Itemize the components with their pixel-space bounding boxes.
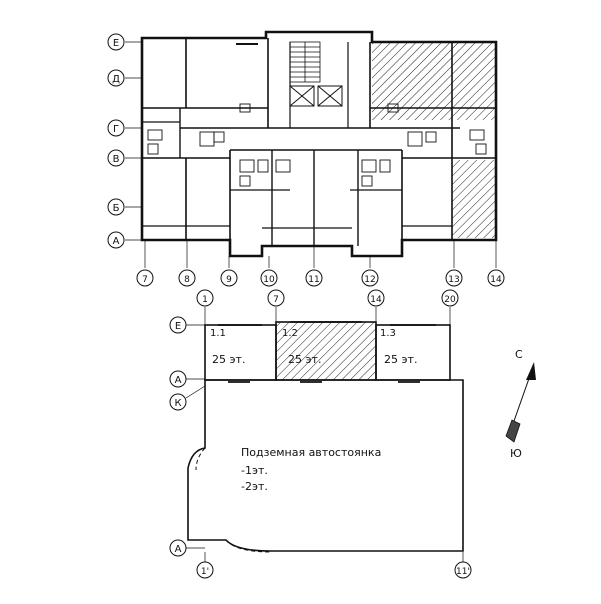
elevator-shafts [289, 85, 343, 107]
hatched-zone-right [452, 160, 496, 238]
svg-text:Г: Г [113, 124, 119, 135]
svg-text:В: В [113, 154, 120, 165]
compass: С Ю [505, 348, 536, 460]
site-bottom-axis-markers: 1' 11' [196, 561, 472, 579]
compass-north-label: С [515, 348, 523, 361]
site-plan [186, 307, 464, 562]
svg-text:Б: Б [113, 203, 120, 214]
axis-marker-col-9: 9 [220, 269, 238, 287]
svg-text:Д: Д [112, 74, 120, 85]
staircase [289, 41, 321, 83]
svg-text:11': 11' [456, 567, 470, 577]
site-axis-bottom-1p: 1' [196, 561, 214, 579]
axis-marker-col-13: 13 [445, 269, 463, 287]
site-axis-bottom-11p: 11' [454, 561, 472, 579]
svg-text:10: 10 [263, 275, 275, 285]
section-labels: 1.1 25 эт. 1.2 25 эт. 1.3 25 эт. [210, 328, 417, 366]
parking-title: Подземная автостоянка [241, 446, 381, 459]
svg-text:Е: Е [175, 321, 181, 332]
svg-text:11: 11 [308, 275, 319, 285]
axis-marker-col-8: 8 [178, 269, 196, 287]
section-1-3-id: 1.3 [380, 328, 396, 339]
axis-marker-col-11: 11 [305, 269, 323, 287]
axis-marker-row-e: Е [107, 33, 125, 51]
axis-marker-col-12: 12 [361, 269, 379, 287]
svg-text:14: 14 [370, 295, 382, 305]
axis-marker-col-14: 14 [487, 269, 505, 287]
site-col-axis-markers: 1 7 14 20 [196, 289, 459, 307]
parking-ramp [195, 447, 272, 553]
section-1-2-hatch [276, 322, 376, 380]
svg-text:1': 1' [201, 567, 209, 577]
svg-text:20: 20 [444, 295, 456, 305]
section-1-2-floors: 25 эт. [288, 353, 321, 366]
axis-marker-row-a: А [107, 231, 125, 249]
parking-outline [187, 379, 464, 552]
top-col-axis-markers: 7 8 9 10 11 12 13 14 [136, 269, 505, 287]
site-row-axis-markers: Е А К А [169, 316, 206, 557]
svg-text:12: 12 [364, 275, 375, 285]
axis-marker-row-b: Б [107, 198, 125, 216]
site-axis-row-a2: А [169, 539, 187, 557]
axis-marker-row-v: В [107, 149, 125, 167]
site-axis-col-1: 1 [196, 289, 214, 307]
site-axis-col-7: 7 [267, 289, 285, 307]
svg-text:А: А [175, 544, 182, 555]
svg-text:7: 7 [273, 295, 279, 305]
north-arrow-icon [526, 362, 536, 380]
axis-marker-row-d: Д [107, 69, 125, 87]
svg-text:Е: Е [113, 38, 119, 49]
compass-south-label: Ю [510, 447, 522, 460]
section-1-2-id: 1.2 [282, 328, 298, 339]
svg-text:14: 14 [490, 275, 502, 285]
site-axis-col-20: 20 [441, 289, 459, 307]
svg-text:1: 1 [202, 295, 208, 305]
site-axis-lines [186, 307, 464, 562]
top-row-axis-markers: Е Д Г В Б А [107, 33, 125, 249]
svg-text:К: К [174, 398, 181, 409]
tower-window-marks [218, 321, 436, 383]
section-1-1-floors: 25 эт. [212, 353, 245, 366]
south-tail-icon [505, 419, 521, 443]
section-1-3-floors: 25 эт. [384, 353, 417, 366]
window-ticks [150, 37, 490, 247]
site-axis-row-k: К [169, 393, 187, 411]
svg-text:13: 13 [448, 275, 459, 285]
hatched-zone-top-right [372, 42, 496, 120]
parking-level-1: -1эт. [241, 464, 268, 477]
parking-labels: Подземная автостоянка -1эт. -2эт. [241, 446, 381, 493]
sanitary-fixtures [147, 103, 487, 187]
svg-text:7: 7 [142, 275, 148, 285]
top-plan-axis-lines [125, 41, 497, 268]
parking-level-2: -2эт. [241, 480, 268, 493]
section-1-1-id: 1.1 [210, 328, 226, 339]
axis-marker-col-10: 10 [260, 269, 278, 287]
svg-text:А: А [113, 236, 120, 247]
site-axis-row-a: А [169, 370, 187, 388]
site-axis-col-14: 14 [367, 289, 385, 307]
site-axis-row-e: Е [169, 316, 187, 334]
svg-text:А: А [175, 375, 182, 386]
svg-text:9: 9 [226, 275, 232, 285]
axis-marker-col-7: 7 [136, 269, 154, 287]
svg-text:8: 8 [184, 275, 190, 285]
floor-plan [140, 30, 498, 258]
axis-marker-row-g: Г [107, 119, 125, 137]
